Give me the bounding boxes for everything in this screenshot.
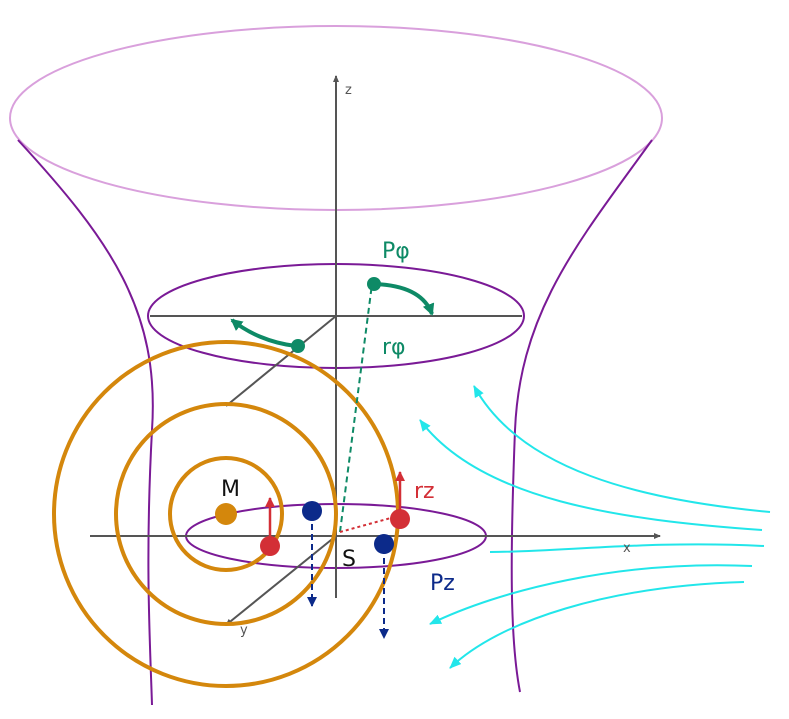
p-phi-arrow-left [230, 318, 297, 348]
source-label: S [342, 547, 356, 572]
r-z-label: rz [414, 479, 435, 504]
y-axis-label: y [240, 623, 248, 638]
r-phi-label: rφ [382, 335, 406, 360]
flow-arrow-2 [419, 419, 763, 531]
mass-point [215, 503, 237, 525]
flow-arrow-5 [449, 581, 745, 669]
y-axis-upper-line [225, 315, 337, 407]
z-down-point-left [302, 501, 322, 521]
z-down-point-right [374, 534, 394, 554]
flow-arrow-1 [473, 385, 771, 513]
z-up-point-left [260, 536, 280, 556]
y-axis-lower-line [225, 535, 337, 626]
phi-point-lower [291, 339, 305, 353]
orbit-inner [168, 456, 284, 572]
mass-label: M [221, 477, 240, 502]
flow-arrow-3 [489, 543, 765, 553]
z-axis-label: z [345, 83, 352, 98]
p-phi-arrow-right [373, 282, 435, 316]
z-up-point-right [390, 509, 410, 529]
x-axis-label: x [623, 541, 631, 556]
phi-point-upper [367, 277, 381, 291]
r-phi-dashed-line [339, 283, 373, 533]
orbit-middle [114, 402, 338, 626]
hyperboloid-right-side [510, 139, 653, 693]
rz-dotted-line [339, 515, 399, 533]
p-phi-label: Pφ [382, 239, 410, 264]
flow-arrow-4 [429, 564, 753, 625]
p-z-label: Pz [430, 571, 455, 596]
hyperboloid-left-side [17, 139, 154, 706]
